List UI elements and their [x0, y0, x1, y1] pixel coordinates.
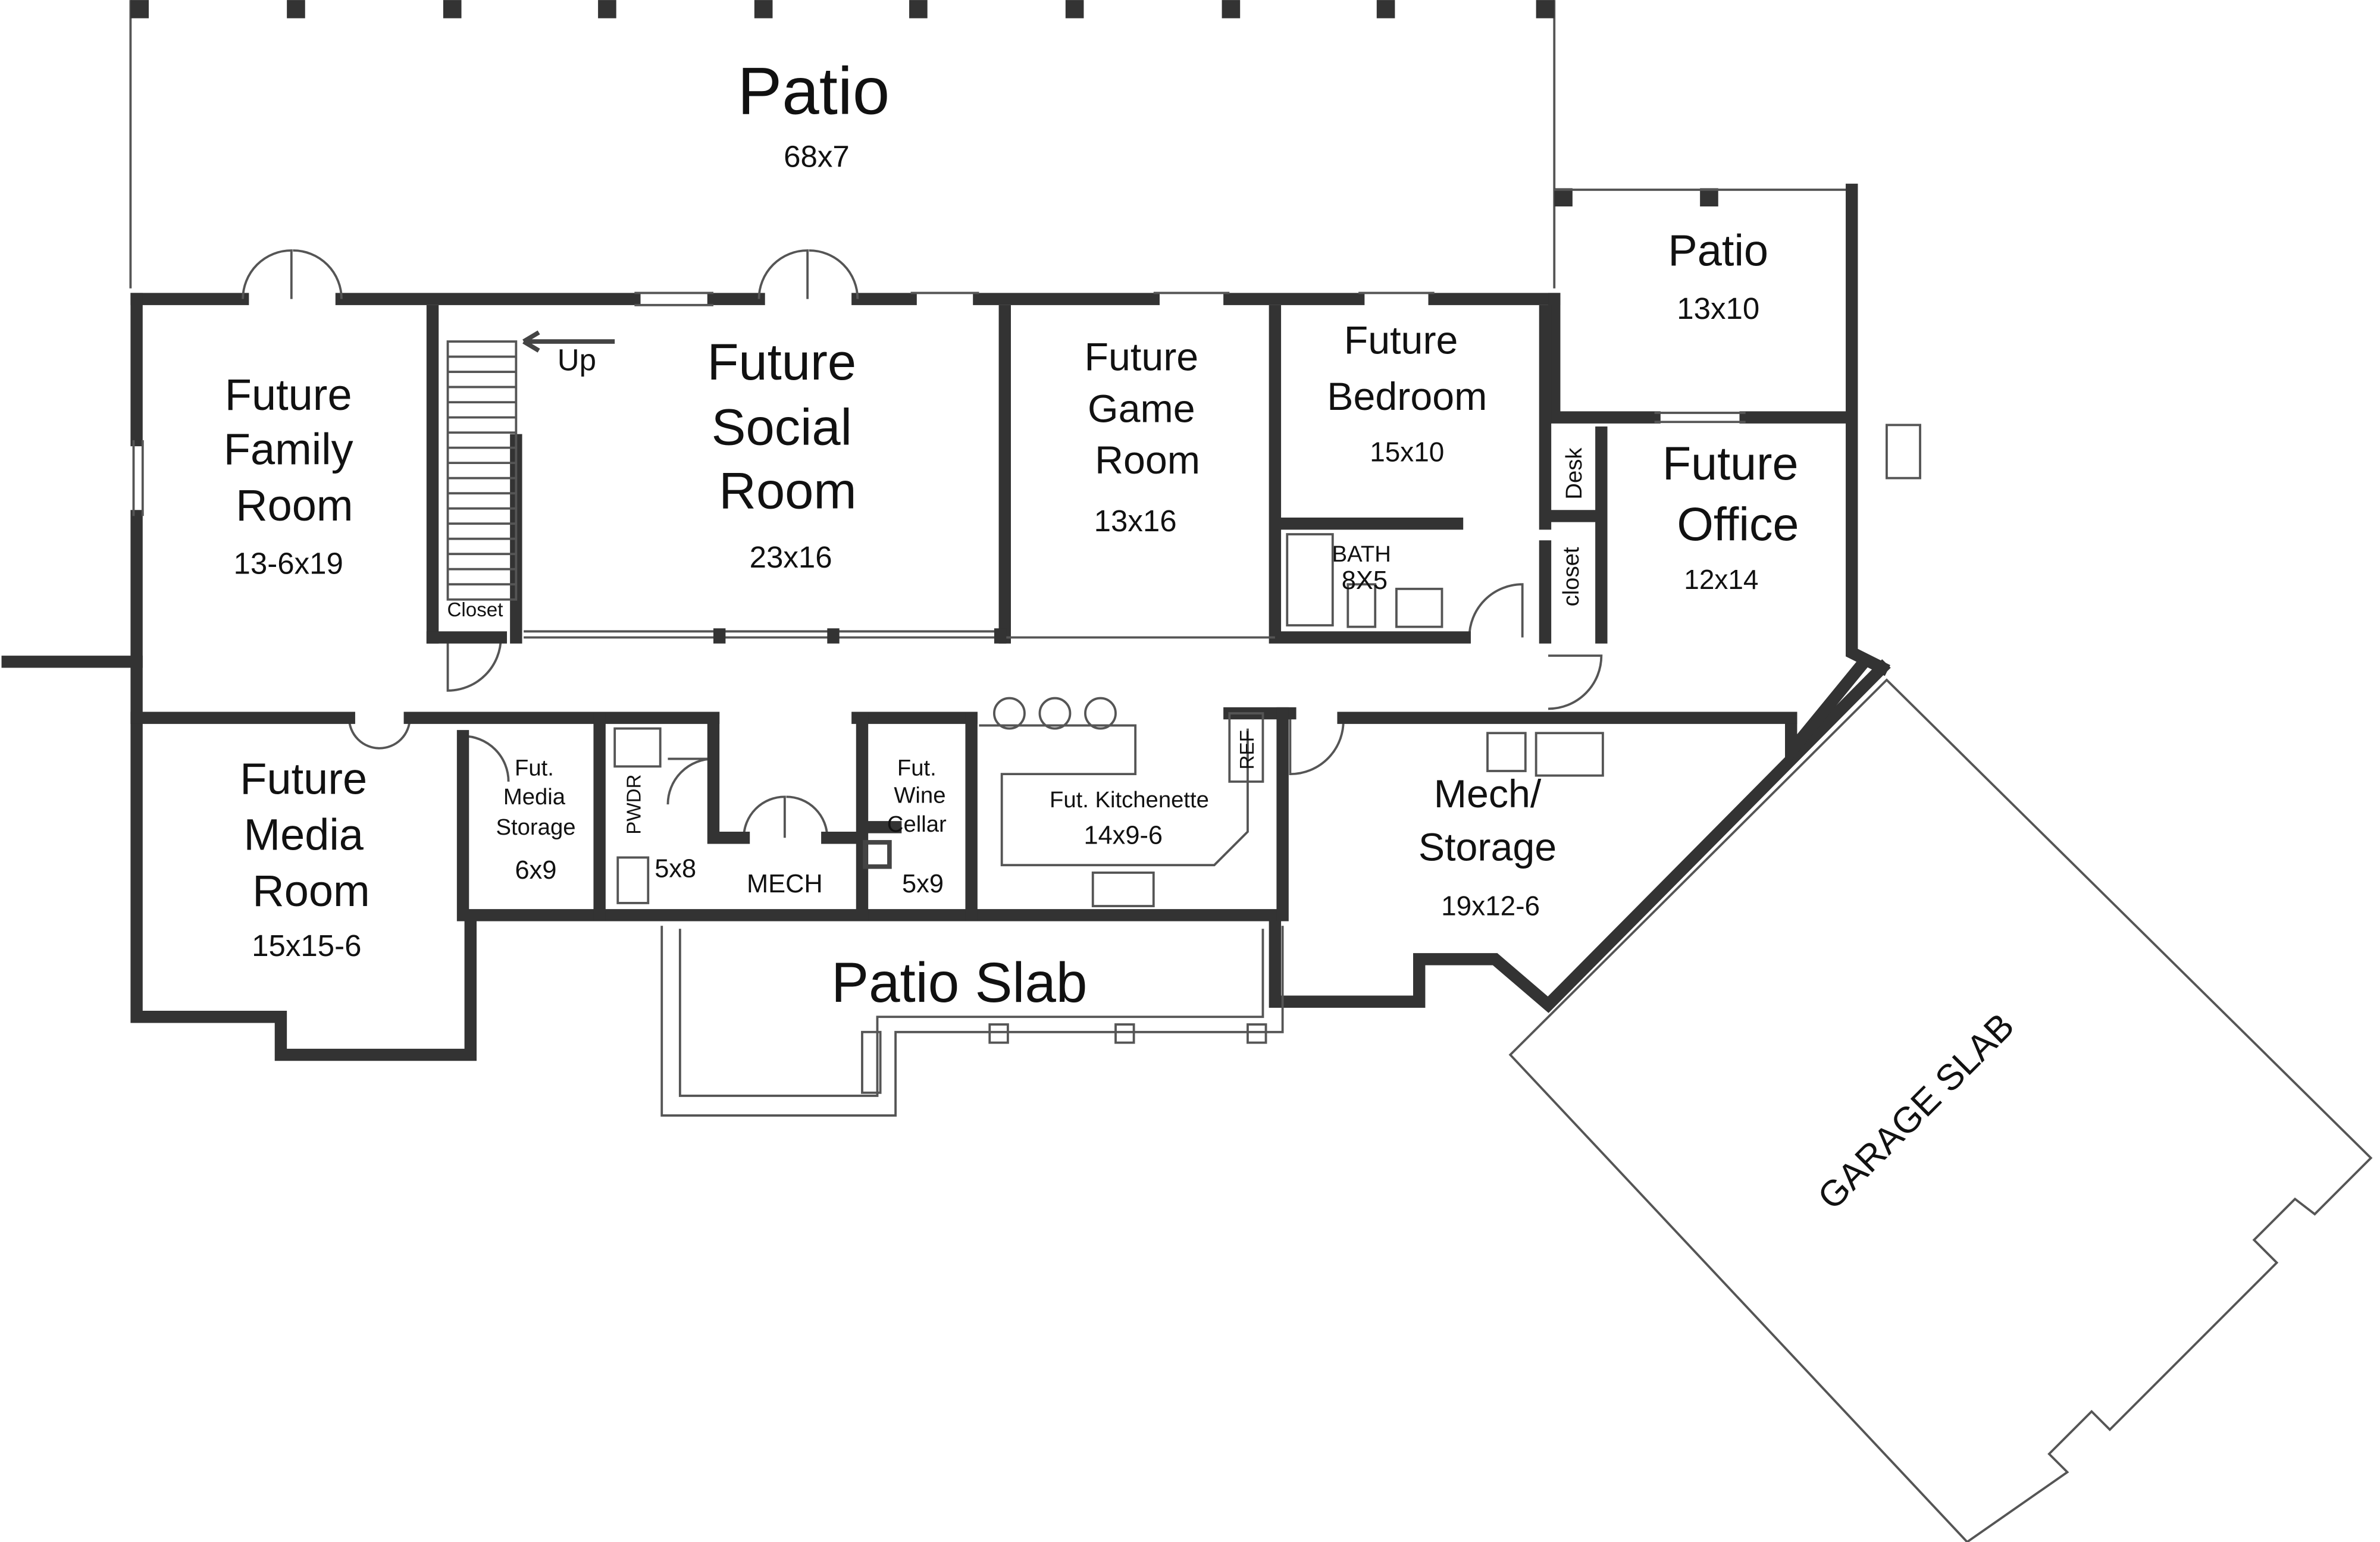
mech-storage-label: Mech/ — [1434, 772, 1542, 816]
powder-label: PWDR — [624, 774, 646, 834]
bedroom-label: Bedroom — [1327, 375, 1487, 419]
family-room-label: Future — [225, 370, 352, 419]
exterior-walls — [1, 183, 1891, 1061]
game-room-label: Room — [1095, 438, 1200, 482]
game-room-dims: 13x16 — [1094, 504, 1177, 538]
stair-arrow-icon — [522, 330, 615, 353]
kitchenette-dims: 14x9-6 — [1083, 821, 1163, 850]
doors — [242, 249, 1603, 838]
patio-outline — [129, 0, 1852, 289]
family-room-dims: 13-6x19 — [234, 546, 343, 580]
media-storage-label: Storage — [496, 814, 576, 840]
family-room-label: Room — [236, 481, 353, 530]
office-dims: 12x14 — [1684, 564, 1758, 595]
garage-slab-outline — [1508, 678, 2373, 1542]
game-room-label: Game — [1088, 387, 1195, 431]
patio-main-dims: 68x7 — [784, 140, 850, 174]
bedroom-dims: 15x10 — [1370, 437, 1444, 468]
wine-cellar-dims: 5x9 — [902, 870, 944, 898]
social-room-label: Social — [712, 399, 852, 456]
patio-main-name: Patio — [737, 53, 890, 128]
bath-dims: 8X5 — [1342, 566, 1388, 595]
stair-closet-label: Closet — [447, 599, 503, 621]
ref-label: REF — [1236, 730, 1258, 769]
kitchenette-label: Fut. Kitchenette — [1050, 787, 1209, 813]
patio-side-name: Patio — [1668, 226, 1768, 275]
mech-storage-label: Storage — [1418, 826, 1557, 870]
staircase — [446, 330, 615, 601]
desk-label: Desk — [1561, 447, 1587, 500]
wine-cellar-label: Wine — [894, 783, 945, 808]
fixtures — [613, 424, 1921, 907]
patio-slab-outline — [660, 926, 1284, 1117]
garage-slab-label: GARAGE SLAB — [1810, 1005, 2022, 1217]
media-room-label: Media — [243, 810, 364, 860]
media-storage-label: Media — [503, 784, 566, 810]
patio-slab-label: Patio Slab — [831, 952, 1087, 1014]
mech-storage-dims: 19x12-6 — [1441, 890, 1540, 921]
powder-dims: 5x8 — [654, 855, 696, 883]
office-label: Future — [1662, 437, 1799, 490]
social-room-dims: 23x16 — [750, 540, 832, 574]
game-room-label: Future — [1085, 336, 1199, 380]
social-room-label: Room — [719, 462, 856, 520]
bedroom-label: Future — [1344, 318, 1458, 362]
media-room-label: Room — [252, 866, 369, 916]
interior-walls — [130, 305, 1797, 922]
family-room-label: Family — [224, 425, 353, 474]
patio-side-dims: 13x10 — [1677, 292, 1759, 325]
media-room-label: Future — [240, 754, 367, 803]
stair-up-label: Up — [558, 343, 596, 377]
office-closet-label: closet — [1558, 547, 1584, 606]
social-room-label: Future — [707, 333, 856, 391]
media-storage-dims: 6x9 — [515, 856, 557, 885]
wine-cellar-label: Fut. — [897, 756, 937, 781]
office-label: Office — [1677, 497, 1799, 550]
bath-label: BATH — [1332, 541, 1391, 567]
media-room-dims: 15x15-6 — [252, 929, 361, 963]
mech-label: MECH — [747, 870, 823, 898]
media-storage-label: Fut. — [515, 756, 554, 781]
wine-cellar-label: Cellar — [887, 811, 947, 837]
